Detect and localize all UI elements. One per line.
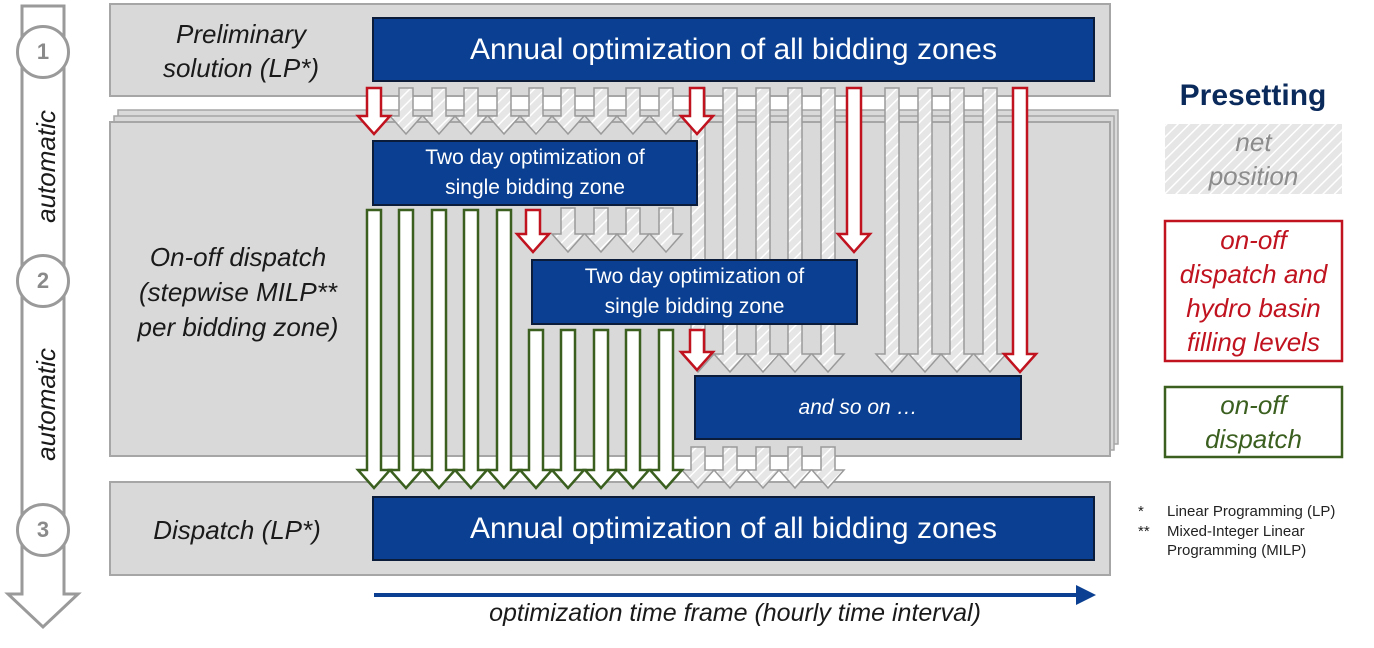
net-position-arrow <box>518 87 554 136</box>
net-position-arrow <box>712 87 748 374</box>
footnote-2-line1: Mixed-Integer Linear <box>1167 523 1305 540</box>
net-position-arrow <box>745 446 781 490</box>
two-day-box-1-line2: single bidding zone <box>445 176 625 199</box>
on-off-dispatch-arrow <box>355 208 393 490</box>
net-position-arrow <box>874 87 910 374</box>
net-position-arrow <box>939 87 975 374</box>
on-off-dispatch-arrow <box>452 208 490 490</box>
two-day-optimization-box-1: Two day optimization of single bidding z… <box>372 140 698 206</box>
annual-optimization-top-box: Annual optimization of all bidding zones <box>372 17 1095 82</box>
step-1-label: Preliminary solution (LP*) <box>112 14 370 88</box>
net-position-arrow <box>745 87 781 374</box>
legend-on-off-dispatch: on-off dispatch <box>1165 387 1342 457</box>
footnote-2-line2: Programming (MILP) <box>1167 542 1307 559</box>
on-off-dispatch-arrow <box>549 328 587 490</box>
net-position-arrow <box>648 87 684 136</box>
and-so-on-box: and so on … <box>694 375 1022 440</box>
net-position-arrow <box>777 446 813 490</box>
net-position-arrow <box>648 207 684 254</box>
two-day-optimization-box-2: Two day optimization of single bidding z… <box>531 259 858 325</box>
net-position-arrow <box>907 87 943 374</box>
on-off-dispatch-arrow <box>420 208 458 490</box>
legend-net-position-swatch <box>1165 124 1342 194</box>
automatic-label-2-wrap: automatic <box>0 348 121 461</box>
on-off-dispatch-arrow <box>485 208 523 490</box>
on-off-hydro-arrow <box>835 86 873 254</box>
legend-red-line2: dispatch and <box>1179 259 1328 289</box>
net-position-arrow <box>583 87 619 136</box>
step-3-label: Dispatch (LP*) <box>153 514 321 545</box>
footnote-1-text: Linear Programming (LP) <box>1167 503 1336 520</box>
time-axis-label: optimization time frame (hourly time int… <box>489 598 981 627</box>
legend-green-swatch <box>1163 385 1344 459</box>
footnote-2-text: Mixed-Integer Linear Programming (MILP) <box>1167 522 1367 560</box>
on-off-hydro-arrow <box>355 86 393 136</box>
step-1-number: 1 <box>16 25 70 79</box>
net-position-arrow <box>550 87 586 136</box>
arrows-layer <box>355 86 1039 490</box>
legend-net-line2: position <box>1208 161 1299 191</box>
net-position-arrow <box>712 446 748 490</box>
legend-green-line2: dispatch <box>1205 424 1302 454</box>
step-2-label-line3: per bidding zone) <box>137 311 339 342</box>
net-position-arrow <box>421 87 457 136</box>
process-flow-arrow <box>4 4 82 630</box>
legend-title: Presetting <box>1179 79 1327 112</box>
net-position-arrow <box>810 446 846 490</box>
step-2-number: 2 <box>16 254 70 308</box>
on-off-dispatch-arrow <box>614 328 652 490</box>
legend-red-swatch <box>1163 219 1344 363</box>
net-position-arrow <box>453 87 489 136</box>
on-off-hydro-arrow <box>514 208 552 254</box>
step-2-label: On-off dispatch (stepwise MILP** per bid… <box>112 238 364 346</box>
step-1-label-line2: solution (LP*) <box>162 53 320 83</box>
on-off-hydro-arrow <box>678 86 716 136</box>
net-position-arrow <box>972 87 1008 374</box>
footnote-2-marker: ** <box>1138 523 1150 540</box>
two-day-box-1-line1: Two day optimization of <box>425 146 645 169</box>
footnote-1-marker: * <box>1138 503 1144 520</box>
net-position-arrow <box>615 207 651 254</box>
legend-red-line3: hydro basin <box>1186 293 1321 323</box>
net-position-arrow <box>486 87 522 136</box>
on-off-dispatch-arrow <box>582 328 620 490</box>
automatic-label-1-wrap: automatic <box>0 110 121 223</box>
on-off-dispatch-arrow <box>647 328 685 490</box>
on-off-hydro-arrow <box>678 328 716 372</box>
annual-optimization-bottom-box: Annual optimization of all bidding zones <box>372 496 1095 561</box>
automatic-label-1: automatic <box>30 109 61 223</box>
legend-red-line1: on-off <box>1220 225 1287 255</box>
net-position-arrow <box>680 446 716 490</box>
net-position-arrow <box>777 87 813 374</box>
net-position-arrow <box>583 207 619 254</box>
two-day-box-2-line1: Two day optimization of <box>584 265 805 288</box>
on-off-dispatch-arrow <box>387 208 425 490</box>
legend-on-off-hydro: on-off dispatch and hydro basin filling … <box>1165 221 1342 361</box>
two-day-box-2-line2: single bidding zone <box>604 295 785 318</box>
net-position-arrow <box>388 87 424 136</box>
net-position-arrow <box>550 207 586 254</box>
legend-net-position: net position <box>1165 124 1342 194</box>
step-2-label-line2: (stepwise MILP** <box>139 276 337 307</box>
legend-red-line4: filling levels <box>1187 327 1320 357</box>
time-axis-arrowhead <box>1076 585 1096 605</box>
on-off-dispatch-arrow <box>517 328 555 490</box>
on-off-hydro-arrow <box>1001 86 1039 374</box>
step-2-label-line1: On-off dispatch <box>149 241 327 272</box>
step-3-number: 3 <box>16 503 70 557</box>
step-1-label-line1: Preliminary <box>175 19 307 49</box>
net-position-arrow <box>615 87 651 136</box>
legend-net-line1: net <box>1235 127 1272 157</box>
automatic-label-2: automatic <box>30 347 61 461</box>
legend-green-line1: on-off <box>1220 390 1287 420</box>
net-position-arrow <box>810 87 846 374</box>
